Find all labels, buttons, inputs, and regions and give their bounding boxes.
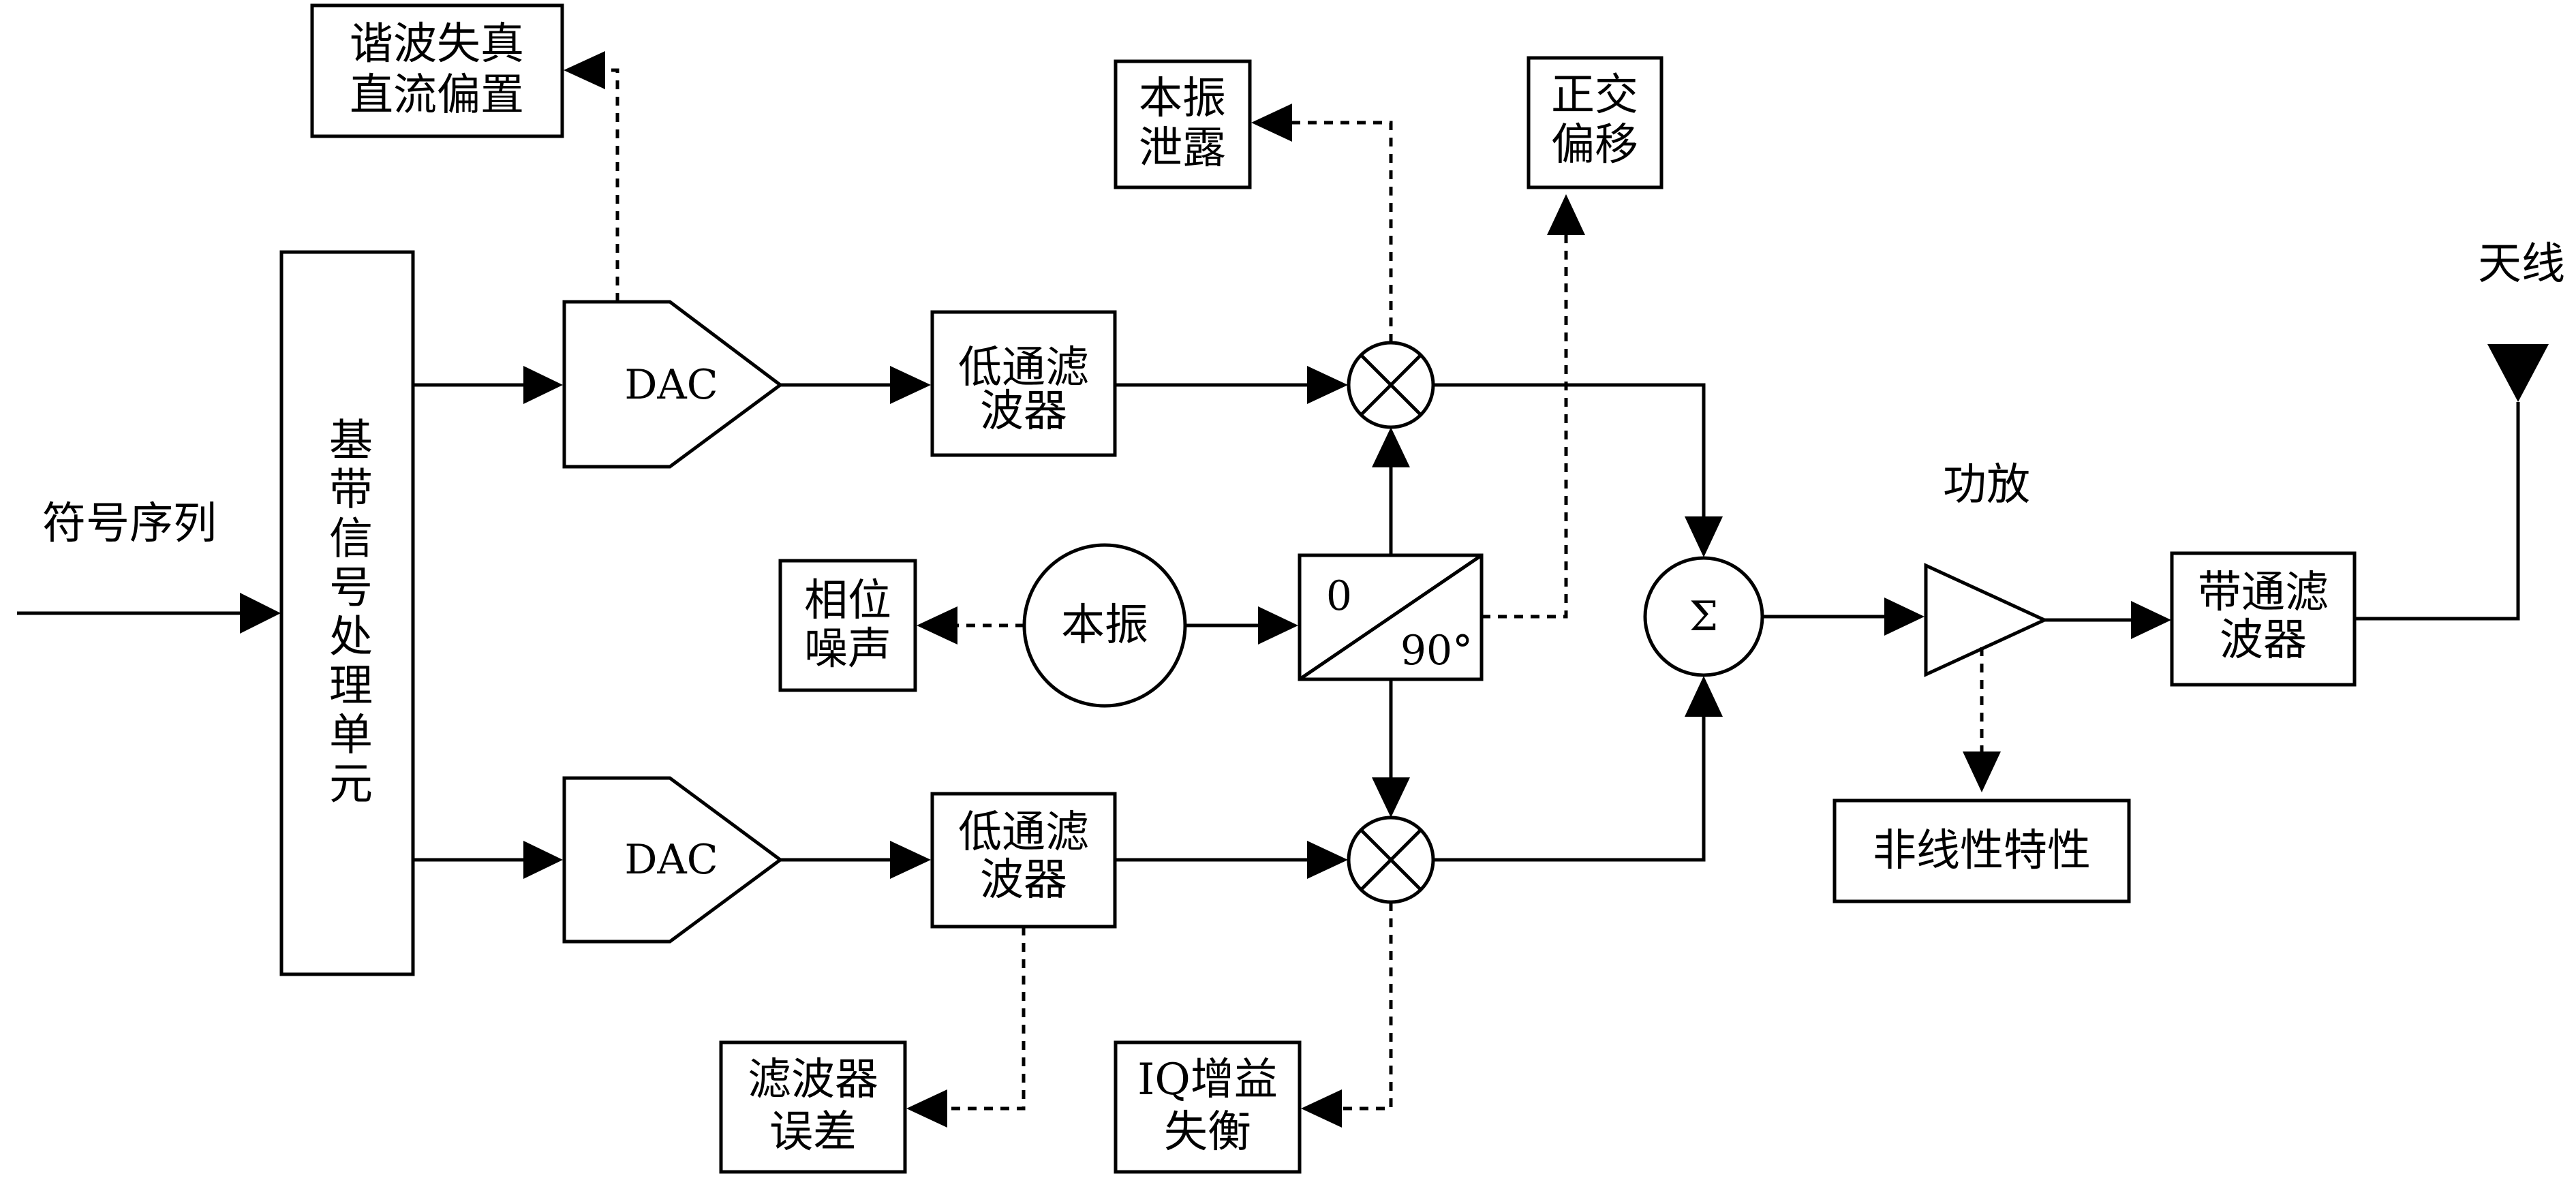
- dac-impairment-line2: 直流偏置: [350, 70, 524, 121]
- summer-label: Σ: [1689, 593, 1718, 640]
- baseband-unit-label: 基带信号处理单元: [322, 417, 372, 809]
- lo-leakage-line1: 本振: [1139, 74, 1226, 124]
- quadrature-offset-line2: 偏移: [1551, 120, 1638, 170]
- symbol-sequence-label: 符号序列: [42, 499, 217, 549]
- bpf-label-line2: 波器: [2220, 615, 2307, 666]
- lpf-q-label-line2: 波器: [980, 855, 1067, 905]
- mixer-q-lo-arrowhead: [1372, 777, 1410, 818]
- dac-impairment-arrowhead: [564, 51, 605, 89]
- dac-i: [562, 300, 784, 469]
- lpf-i: [930, 310, 1117, 457]
- bpf-to-antenna-wire: [2355, 402, 2520, 621]
- local-oscillator-label: 本振: [1061, 600, 1148, 651]
- mixer-i-to-sum-wire: [1433, 383, 1706, 518]
- power-amplifier: [1924, 563, 2049, 677]
- antenna-icon: [2487, 344, 2549, 402]
- mixer-i-arrowhead: [1307, 366, 1348, 404]
- pa-arrowhead: [1884, 598, 1925, 636]
- dac-q: [562, 776, 784, 944]
- dac-i-arrowhead: [523, 366, 563, 404]
- sum-bottom-arrowhead: [1685, 676, 1723, 717]
- mixer-i-lo-arrowhead: [1372, 427, 1410, 467]
- filter-error-box: [719, 1040, 907, 1174]
- bpf-label-line1: 带通滤: [2198, 568, 2329, 618]
- antenna-label: 天线: [2478, 239, 2565, 290]
- filter-error-dashed-link: [947, 927, 1026, 1111]
- dac-q-arrowhead: [523, 841, 563, 879]
- phase-noise-box: [778, 559, 917, 692]
- bpf-arrowhead: [2131, 601, 2171, 639]
- phase-splitter-90-label: 90°: [1400, 627, 1473, 675]
- lpf-q-arrowhead: [890, 841, 931, 879]
- mixer-q-cross-b: [1360, 828, 1422, 891]
- quadrature-offset-arrowhead: [1547, 194, 1585, 235]
- dac-q-label: DAC: [624, 836, 718, 884]
- dac-impairment-dashed-link: [607, 68, 619, 302]
- dac-i-label: DAC: [624, 361, 718, 409]
- pa-nonlinearity-arrowhead: [1963, 751, 2001, 792]
- dac-impairment-line1: 谐波失真: [350, 19, 524, 69]
- lo-leakage-arrowhead: [1251, 104, 1292, 142]
- filter-error-line1: 滤波器: [748, 1055, 878, 1105]
- pa-nonlinearity-label: 非线性特性: [1873, 826, 2091, 876]
- power-amplifier-label: 功放: [1943, 460, 2030, 510]
- lpf-i-label-line1: 低通滤: [958, 343, 1089, 393]
- input-arrowhead: [240, 593, 281, 634]
- phase-noise-line1: 相位: [804, 576, 891, 626]
- lpf-i-arrowhead: [890, 366, 931, 404]
- lpf-q-label-line1: 低通滤: [958, 807, 1089, 858]
- mixer-i-cross-b: [1360, 354, 1422, 416]
- mixer-q-to-sum-wire: [1433, 715, 1706, 862]
- lpf-q: [930, 792, 1117, 929]
- phase-noise-arrowhead: [917, 606, 957, 645]
- splitter-arrowhead: [1258, 606, 1298, 645]
- phase-noise-line2: 噪声: [804, 624, 891, 675]
- phase-splitter-diagonal: [1298, 553, 1483, 681]
- quadrature-offset-line1: 正交: [1551, 70, 1638, 121]
- lo-leakage-dashed-link: [1292, 121, 1393, 343]
- lo-leakage-line2: 泄露: [1139, 123, 1226, 174]
- quadrature-offset-box: [1527, 56, 1663, 189]
- lpf-i-label-line2: 波器: [980, 386, 1067, 437]
- iq-gain-imbalance-dashed-link: [1342, 902, 1393, 1111]
- iq-gain-imbalance-line1: IQ增益: [1137, 1055, 1278, 1105]
- baseband-unit: [279, 250, 415, 976]
- sum-top-arrowhead: [1685, 516, 1723, 557]
- iq-gain-imbalance-line2: 失衡: [1164, 1107, 1251, 1158]
- bpf: [2170, 551, 2357, 687]
- quadrature-offset-dashed-link: [1482, 235, 1568, 619]
- dac-impairment-box: [310, 3, 564, 138]
- filter-error-line2: 误差: [769, 1107, 857, 1158]
- iq-gain-imbalance-box: [1114, 1040, 1302, 1174]
- lo-leakage-box: [1114, 59, 1252, 189]
- phase-splitter-0-label: 0: [1326, 572, 1352, 620]
- filter-error-arrowhead: [906, 1089, 947, 1128]
- iq-gain-imbalance-arrowhead: [1301, 1089, 1342, 1128]
- mixer-q-arrowhead: [1307, 841, 1348, 879]
- pa-nonlinearity-box: [1833, 799, 2131, 903]
